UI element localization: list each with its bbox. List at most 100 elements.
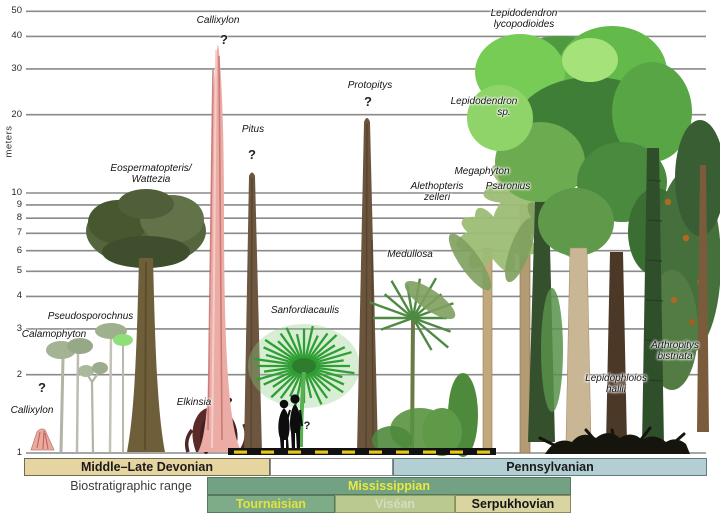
label-arthropitys: Arthropitys bistriata xyxy=(636,340,714,362)
human-silhouettes xyxy=(278,394,303,451)
label-arthropitys-line1: Arthropitys xyxy=(651,340,699,351)
query-callixylon-bottom: ? xyxy=(38,380,46,395)
medullosa-frond xyxy=(369,301,414,320)
label-lepidodendron-sp-line1: Lepidodendron xyxy=(450,96,518,107)
axis-tick-7: 7 xyxy=(16,227,22,239)
sanfordia-frond xyxy=(310,359,344,367)
medullosa-frond xyxy=(380,316,414,331)
label-lepidodendron-lyco: Lepidodendron lycopodioides xyxy=(464,8,584,30)
label-lepidophloios: Lepidophloios hallii xyxy=(575,373,657,395)
timeline-serpukhovian: Serpukhovian xyxy=(455,495,571,513)
label-elkinsia: Elkinsia xyxy=(176,397,212,408)
sanfordia-frond xyxy=(310,366,343,379)
sanfordia-frond xyxy=(305,335,319,361)
label-medullosa: Medullosa xyxy=(387,249,433,260)
sanfordia-frond xyxy=(263,365,298,373)
tree-callixylon-tall xyxy=(198,44,242,452)
scale-bar-dash xyxy=(369,450,382,454)
axis-tick-5: 5 xyxy=(16,265,22,277)
scale-bar-dash xyxy=(423,450,436,454)
label-callixylon-bottom: Callixylon xyxy=(10,405,54,416)
axis-tick-20: 20 xyxy=(11,108,22,120)
scale-bar-dash xyxy=(396,450,409,454)
biostratigraphic-range-caption: Biostratigraphic range xyxy=(70,479,192,493)
query-sanfordiacaulis: ? xyxy=(303,420,311,432)
sanfordia-frond xyxy=(253,357,298,367)
axis-tick-6: 6 xyxy=(16,244,22,256)
sanfordia-frond xyxy=(307,369,331,392)
axis-tick-40: 40 xyxy=(11,30,22,42)
sanfordia-frond xyxy=(308,368,344,394)
medullosa-frond xyxy=(390,280,415,319)
label-arthropitys-line2: bistriata xyxy=(657,351,693,362)
tree-arthropitys-conifer-cluster xyxy=(646,120,720,432)
axis-tick-3: 3 xyxy=(16,322,22,334)
medullosa-frond xyxy=(383,293,414,319)
label-pseudosporochnus: Pseudosporochnus xyxy=(47,311,134,322)
scale-bar-dash xyxy=(261,450,274,454)
label-megaphyton: Megaphyton xyxy=(454,166,510,177)
tree-lepidophloios-trunks xyxy=(565,148,664,446)
sanfordia-frond xyxy=(272,368,300,388)
scale-bar-dash xyxy=(450,450,463,454)
tree-pitus xyxy=(244,172,262,452)
tree-protopitys xyxy=(357,118,378,452)
scale-bar xyxy=(228,448,496,455)
sanfordia-frond xyxy=(307,334,338,363)
label-callixylon-top: Callixylon xyxy=(196,15,240,26)
sanfordia-frond xyxy=(263,367,299,386)
axis-tick-9: 9 xyxy=(16,198,22,210)
label-lepidodendron-sp: Lepidodendron sp. xyxy=(443,96,525,118)
label-lepidodendron-lyco-line2: lycopodioides xyxy=(493,19,555,30)
label-alethopteris-line2: zelleri xyxy=(423,192,451,203)
tree-eospermatopteris xyxy=(86,189,206,452)
sanfordia-frond xyxy=(279,332,302,362)
timeline-devonian: Middle–Late Devonian xyxy=(24,458,270,476)
label-alethopteris: Alethopteris zelleri xyxy=(402,181,472,203)
axis-tick-1: 1 xyxy=(16,447,22,458)
label-protopitys: Protopitys xyxy=(347,80,393,91)
axis-tick-10: 10 xyxy=(11,187,22,198)
timeline-tournaisian: Tournaisian xyxy=(207,495,335,513)
query-protopitys: ? xyxy=(364,94,372,109)
label-pitus: Pitus xyxy=(241,124,265,135)
label-eospermatopteris-line2: Wattezia xyxy=(131,174,171,185)
axis-unit-label: meters xyxy=(3,125,15,158)
label-sanfordiacaulis: Sanfordiacaulis xyxy=(270,305,340,316)
sanfordia-frond xyxy=(270,369,301,399)
scale-bar-dash xyxy=(234,450,247,454)
sanfordia-frond xyxy=(305,371,323,405)
timeline-mississippian-gap xyxy=(270,458,393,476)
axis-tick-4: 4 xyxy=(16,290,22,302)
sanfordia-frond xyxy=(309,367,345,386)
axis-tick-8: 8 xyxy=(16,212,22,224)
timeline-mississippian: Mississippian xyxy=(207,477,571,495)
sanfordia-frond xyxy=(308,344,336,364)
sanfordia-frond xyxy=(309,346,346,365)
sanfordia-frond xyxy=(265,353,298,366)
scale-bar-dash xyxy=(477,450,490,454)
label-lepidophloios-line2: hallii xyxy=(605,384,626,395)
sanfordia-frond xyxy=(263,346,299,365)
scale-bar-dash xyxy=(315,450,328,454)
query-callixylon-top: ? xyxy=(220,32,228,47)
label-lepidodendron-lyco-line1: Lepidodendron xyxy=(490,8,558,19)
axis-tick-50: 50 xyxy=(11,5,22,17)
tree-calamophyton xyxy=(46,338,108,453)
sanfordia-frond xyxy=(289,371,303,398)
label-eospermatopteris-line1: Eospermatopteris/ xyxy=(110,163,192,174)
label-alethopteris-line1: Alethopteris xyxy=(410,181,464,192)
sanfordia-frond xyxy=(310,365,355,375)
label-eospermatopteris: Eospermatopteris/ Wattezia xyxy=(95,163,207,185)
query-pitus: ? xyxy=(248,147,256,162)
axis-tick-30: 30 xyxy=(11,62,22,74)
medullosa-frond xyxy=(412,317,450,349)
sanfordia-frond xyxy=(279,370,302,399)
sanfordia-frond xyxy=(306,370,329,399)
label-psaronius: Psaronius xyxy=(485,181,531,192)
sanfordia-frond xyxy=(310,351,352,366)
sanfordia-frond xyxy=(277,340,301,363)
root-mounds xyxy=(538,426,690,454)
label-lepidophloios-line1: Lepidophloios xyxy=(585,373,647,384)
